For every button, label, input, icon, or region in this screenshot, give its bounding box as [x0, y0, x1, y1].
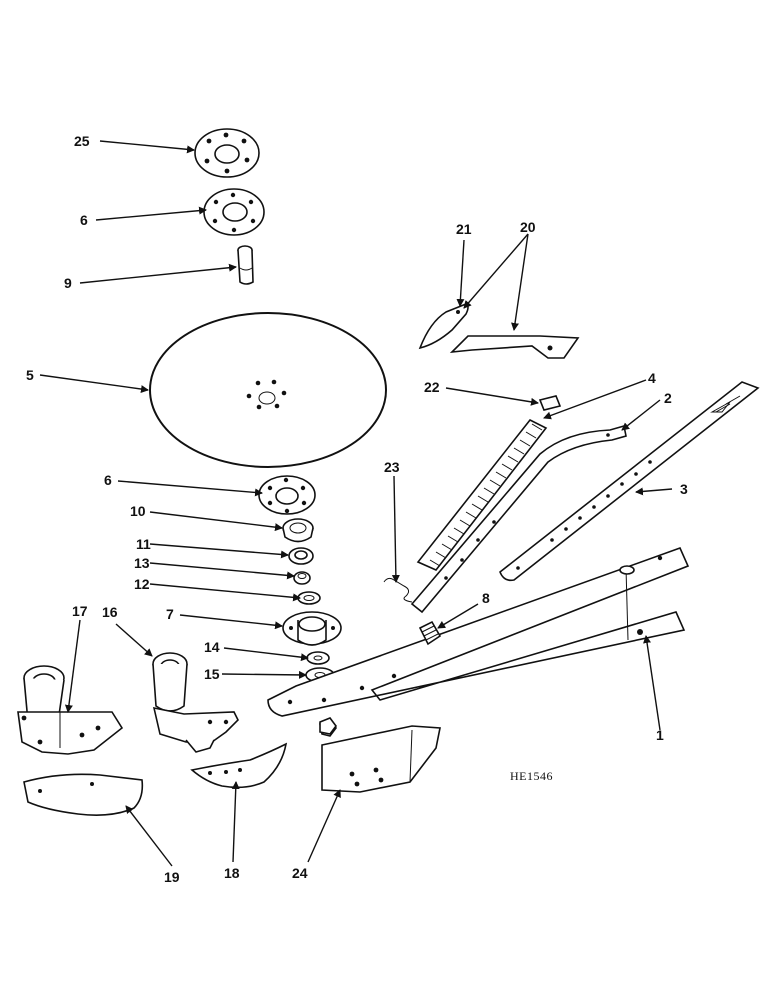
- callout-15: 15: [204, 666, 220, 682]
- callout-13: 13: [134, 555, 150, 571]
- callout-11: 11: [136, 536, 151, 552]
- part-18-blade: [190, 742, 288, 789]
- drawing-code: HE1546: [510, 769, 553, 783]
- callout-23: 23: [384, 459, 400, 475]
- callout-14: 14: [204, 639, 220, 655]
- part-2-rod: [410, 424, 627, 614]
- part-20-scraper-arm: [449, 335, 580, 359]
- part-6-flange-upper: [203, 188, 265, 236]
- callout-22: 22: [424, 379, 440, 395]
- callout-7: 7: [166, 606, 174, 622]
- part-13-cone: [293, 571, 311, 585]
- callout-8: 8: [482, 590, 490, 606]
- part-25-flange: [194, 128, 260, 178]
- part-6-flange-lower: [258, 475, 316, 515]
- callout-25: 25: [74, 133, 90, 149]
- part-21-scraper-blade: [418, 303, 469, 350]
- part-3-bar: [499, 381, 760, 582]
- part-8-spring: [418, 620, 442, 646]
- leader-lines: [39, 140, 673, 867]
- callout-5: 5: [26, 367, 34, 383]
- callout-4: 4: [648, 370, 656, 386]
- part-11-bearing: [288, 547, 314, 565]
- hex-nut: [319, 717, 337, 735]
- part-4-spring: [416, 418, 548, 571]
- callout-labels: 25 6 9 5 6 10 11 13 12 7 14 15 16 17 19 …: [26, 133, 688, 885]
- callout-6-lower: 6: [104, 472, 112, 488]
- callout-16: 16: [102, 604, 118, 620]
- part-24-mount: [319, 719, 441, 793]
- part-23-clip: [383, 577, 413, 603]
- part-12-washer: [297, 591, 321, 605]
- part-17-bracket: [17, 665, 124, 755]
- part-7-hub: [282, 611, 342, 646]
- part-10-bearing-cup: [282, 518, 314, 543]
- callout-10: 10: [130, 503, 146, 519]
- callout-17: 17: [72, 603, 88, 619]
- part-22-clip: [538, 395, 562, 411]
- callout-6-upper: 6: [80, 212, 88, 228]
- part-16-bracket: [152, 652, 239, 753]
- callout-21: 21: [456, 221, 472, 237]
- part-14-washer: [306, 651, 330, 665]
- part-5-disc: [149, 312, 387, 468]
- part-1-frame: [267, 546, 690, 717]
- part-19-shield: [23, 773, 144, 816]
- callout-20: 20: [520, 219, 536, 235]
- callout-19: 19: [164, 869, 180, 885]
- callout-3: 3: [680, 481, 688, 497]
- callout-2: 2: [664, 390, 672, 406]
- callout-9: 9: [64, 275, 72, 291]
- callout-12: 12: [134, 576, 150, 592]
- callout-18: 18: [224, 865, 240, 881]
- callout-24: 24: [292, 865, 308, 881]
- callout-1: 1: [656, 727, 664, 743]
- part-9-bolt: [237, 245, 254, 285]
